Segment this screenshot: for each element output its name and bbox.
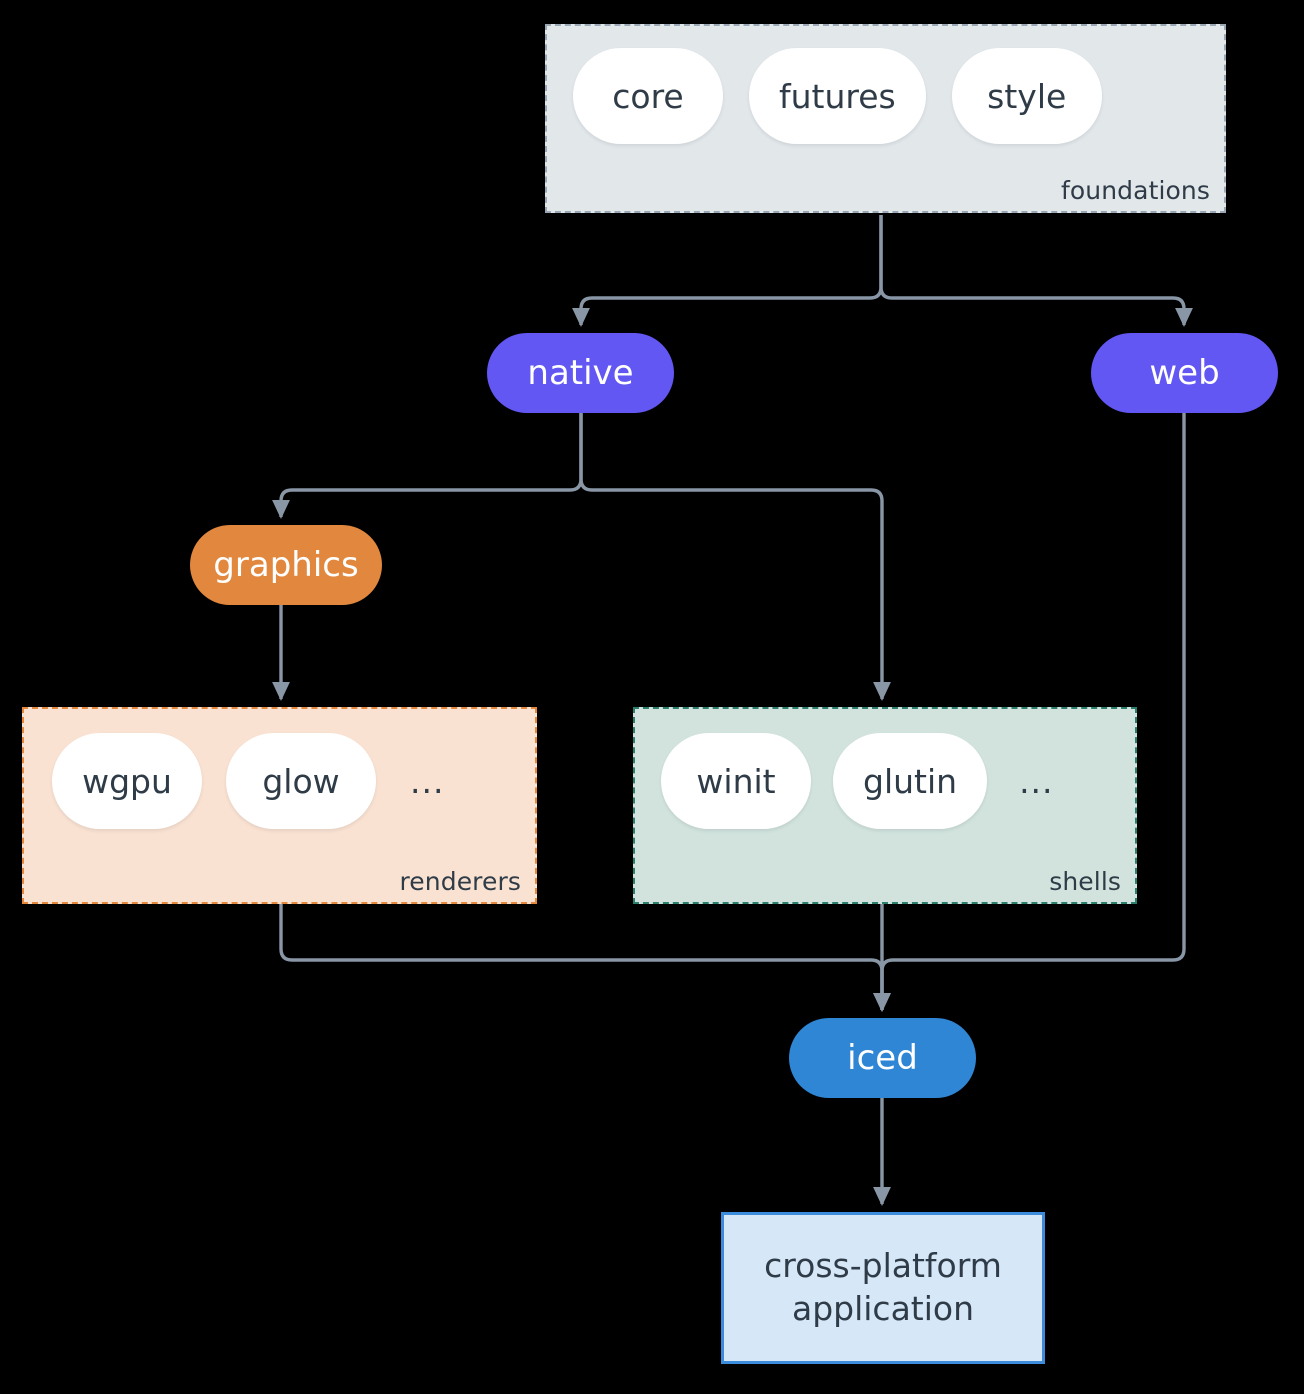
renderers-ellipsis: ... — [410, 761, 445, 801]
node-glutin[interactable]: glutin — [833, 733, 988, 829]
group-renderers: wgpu glow ... renderers — [22, 707, 537, 904]
node-futures[interactable]: futures — [749, 48, 926, 144]
node-native[interactable]: native — [487, 333, 674, 413]
renderers-pill-row: wgpu glow ... — [52, 733, 450, 829]
node-graphics[interactable]: graphics — [190, 525, 382, 605]
edge-foundations-native — [572, 215, 883, 328]
edge-renderers-iced — [279, 904, 891, 1013]
node-style[interactable]: style — [951, 48, 1102, 144]
node-winit[interactable]: winit — [661, 733, 811, 829]
node-glow[interactable]: glow — [226, 733, 376, 829]
node-core[interactable]: core — [573, 48, 723, 144]
node-cross-platform-application[interactable]: cross-platform application — [721, 1212, 1045, 1364]
node-iced[interactable]: iced — [789, 1018, 976, 1098]
foundations-pill-row: core futures style — [573, 48, 1102, 144]
edge-native-graphics — [272, 413, 583, 520]
node-web[interactable]: web — [1091, 333, 1278, 413]
shells-ellipsis: ... — [1019, 761, 1054, 801]
application-line-2: application — [791, 1289, 975, 1328]
node-wgpu[interactable]: wgpu — [52, 733, 202, 829]
group-label-renderers: renderers — [399, 867, 521, 896]
group-foundations: core futures style foundations — [545, 24, 1226, 213]
group-label-shells: shells — [1049, 867, 1121, 896]
group-shells: winit glutin ... shells — [633, 707, 1137, 904]
application-line-1: cross-platform — [764, 1246, 1002, 1286]
edge-foundations-web — [879, 215, 1193, 328]
group-label-foundations: foundations — [1061, 176, 1210, 205]
shells-pill-row: winit glutin ... — [661, 733, 1060, 829]
edge-native-shells — [579, 413, 891, 702]
